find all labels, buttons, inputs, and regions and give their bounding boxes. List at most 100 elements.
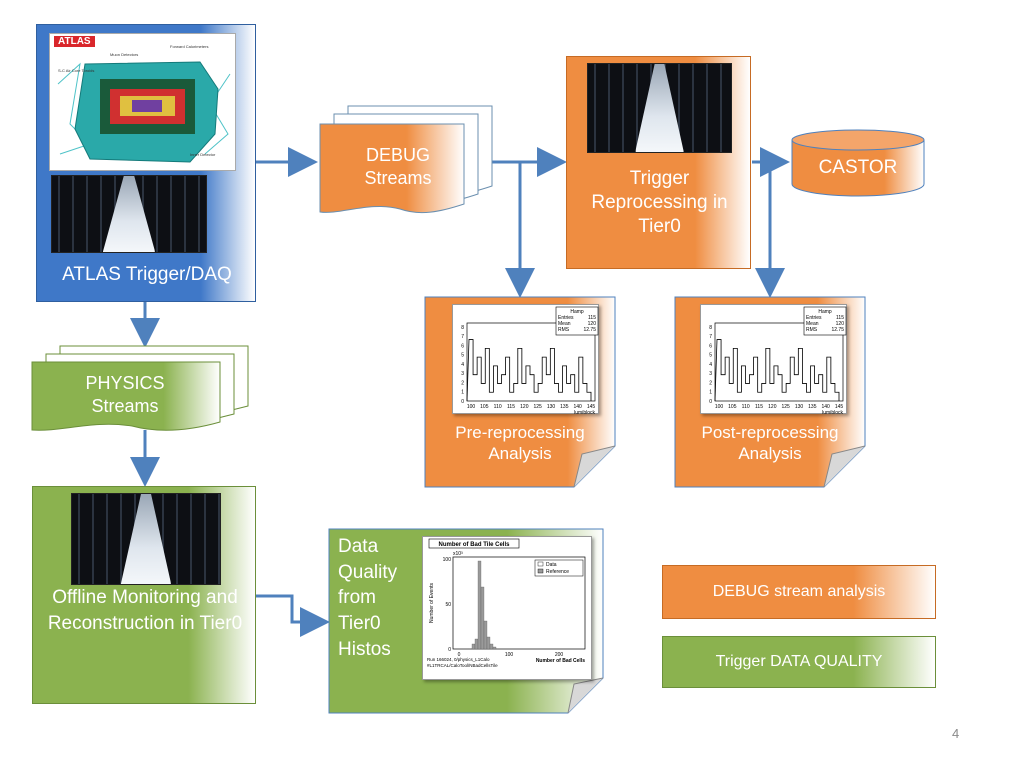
x-tick-label: 135 — [808, 404, 817, 410]
histogram-bar — [492, 646, 497, 650]
atlas-logo: ATLAS — [54, 36, 95, 47]
y-tick-label: 6 — [709, 343, 712, 349]
stats-key: Mean — [558, 321, 571, 327]
x-tick-label: 115 — [507, 404, 515, 410]
svg-text:Muon Detectors: Muon Detectors — [110, 52, 138, 57]
stats-value: 115 — [836, 315, 844, 321]
x-tick-label: 120 — [520, 404, 529, 410]
x-tick-label: 105 — [480, 404, 489, 410]
y-tick-label: 1 — [709, 390, 712, 396]
y-tick-label: 3 — [461, 371, 464, 377]
histogram-bar — [486, 636, 491, 650]
stats-key: Entries — [806, 315, 822, 321]
svg-text:Forward Calorimeters: Forward Calorimeters — [170, 44, 208, 49]
x-tick-label: 130 — [547, 404, 556, 410]
daq-block: ATLAS Muon Detectors Forward Calorimeter… — [36, 24, 256, 302]
debug-streams-label: DEBUG Streams — [364, 145, 432, 188]
trigger-reprocessing-block: Trigger Reprocessing in Tier0 — [566, 56, 751, 269]
x-tick-label: 120 — [768, 404, 777, 410]
y-tick-label: 4 — [709, 362, 712, 368]
server-photo — [51, 175, 207, 253]
y-tick-label: 100 — [443, 557, 452, 563]
y-tick-label: 2 — [709, 380, 712, 386]
x-tick-label: 145 — [835, 404, 844, 410]
castor-label: CASTOR — [818, 157, 898, 178]
x-tick-label: 100 — [715, 404, 724, 410]
legend-swatch — [537, 561, 544, 567]
y-tick-label: 50 — [445, 602, 451, 608]
x-tick-label: 115 — [755, 404, 763, 410]
physics-streams-label: PHYSICS Streams — [85, 373, 165, 416]
atlas-detector-image: ATLAS Muon Detectors Forward Calorimeter… — [49, 33, 236, 171]
server-photo — [587, 63, 732, 153]
y-tick-label: 5 — [709, 353, 712, 359]
y-tick-label: 6 — [461, 343, 464, 349]
stats-value: 120 — [588, 321, 597, 327]
x-tick-label: 110 — [742, 404, 750, 410]
post-analysis-label: Post-reprocessing Analysis — [701, 423, 839, 464]
x-tick-label: 140 — [821, 404, 830, 410]
histogram-bar — [477, 560, 482, 650]
page-number: 4 — [952, 726, 960, 741]
castor-storage: CASTOR — [790, 128, 926, 198]
legend-box — [534, 559, 584, 577]
stats-title: Hamp — [818, 309, 832, 315]
stats-title: Hamp — [570, 309, 584, 315]
stats-value: 120 — [836, 321, 845, 327]
svg-text:Inner Detector: Inner Detector — [190, 152, 216, 157]
y-axis-label: Number of Events — [429, 582, 435, 623]
y-tick-label: 0 — [448, 647, 451, 653]
y-tick-label: 7 — [461, 334, 464, 340]
histogram-bar — [480, 586, 485, 650]
x-tick-label: 135 — [560, 404, 569, 410]
x-axis-label: Number of Bad Cells — [536, 658, 585, 664]
data-quality-label: Data Quality from Tier0 Histos — [338, 536, 398, 660]
trigger-reprocessing-label: Trigger Reprocessing in Tier0 — [591, 168, 728, 237]
x-tick-label: 200 — [555, 652, 564, 658]
y-tick-label: 0 — [461, 399, 464, 405]
x-tick-label: 110 — [494, 404, 502, 410]
stats-key: RMS — [558, 327, 570, 333]
daq-label: ATLAS Trigger/DAQ — [62, 264, 232, 285]
y-tick-label: 1 — [461, 390, 464, 396]
physics-streams: PHYSICS Streams — [30, 344, 250, 436]
stats-box — [555, 306, 599, 336]
data-quality-block: Data Quality from Tier0 Histos Number of… — [328, 528, 604, 714]
offline-monitoring-block: Offline Monitoring and Reconstruction in… — [32, 486, 256, 704]
histogram-title-box — [428, 538, 520, 549]
footer-text: #L1TRCAL/CaloTool/NBadCellsTile — [427, 663, 498, 668]
y-tick-label: 5 — [461, 353, 464, 359]
x-tick-label: 100 — [467, 404, 476, 410]
histogram-title: Number of Bad Tile Cells — [439, 542, 511, 548]
x-tick-label: 145 — [587, 404, 596, 410]
histogram-bar — [483, 620, 488, 650]
histogram-step-line — [466, 339, 592, 402]
footer-text: Run 166024, 0/physics_L1Calo — [427, 657, 490, 662]
stats-value: 115 — [588, 315, 596, 321]
x-tick-label: 125 — [533, 404, 542, 410]
stats-key: Entries — [558, 315, 574, 321]
y-exponent: x10³ — [453, 551, 463, 557]
y-tick-label: 3 — [709, 371, 712, 377]
legend-trigger-data-quality: Trigger DATA QUALITY — [662, 636, 936, 688]
svg-text:S-C Air Core Toroids: S-C Air Core Toroids — [58, 68, 94, 73]
y-tick-label: 2 — [461, 380, 464, 386]
plot-frame — [452, 556, 586, 650]
bad-tile-cells-histogram: Number of Bad Tile Cells x10³ Number of Ev… — [422, 536, 592, 680]
histogram-bar — [489, 643, 494, 650]
legend-debug-stream-analysis: DEBUG stream analysis — [662, 565, 936, 619]
debug-streams: DEBUG Streams — [318, 104, 493, 214]
x-axis-label: lumiblock — [822, 410, 843, 415]
pre-analysis-label: Pre-reprocessing Analysis — [455, 423, 585, 464]
stats-key: Mean — [806, 321, 819, 327]
y-tick-label: 7 — [709, 334, 712, 340]
plot-frame — [466, 322, 596, 402]
stats-value: 12.75 — [583, 327, 596, 333]
x-axis-label: lumiblock — [574, 410, 595, 415]
y-tick-label: 8 — [461, 325, 464, 331]
legend-entry: Data — [546, 562, 557, 568]
